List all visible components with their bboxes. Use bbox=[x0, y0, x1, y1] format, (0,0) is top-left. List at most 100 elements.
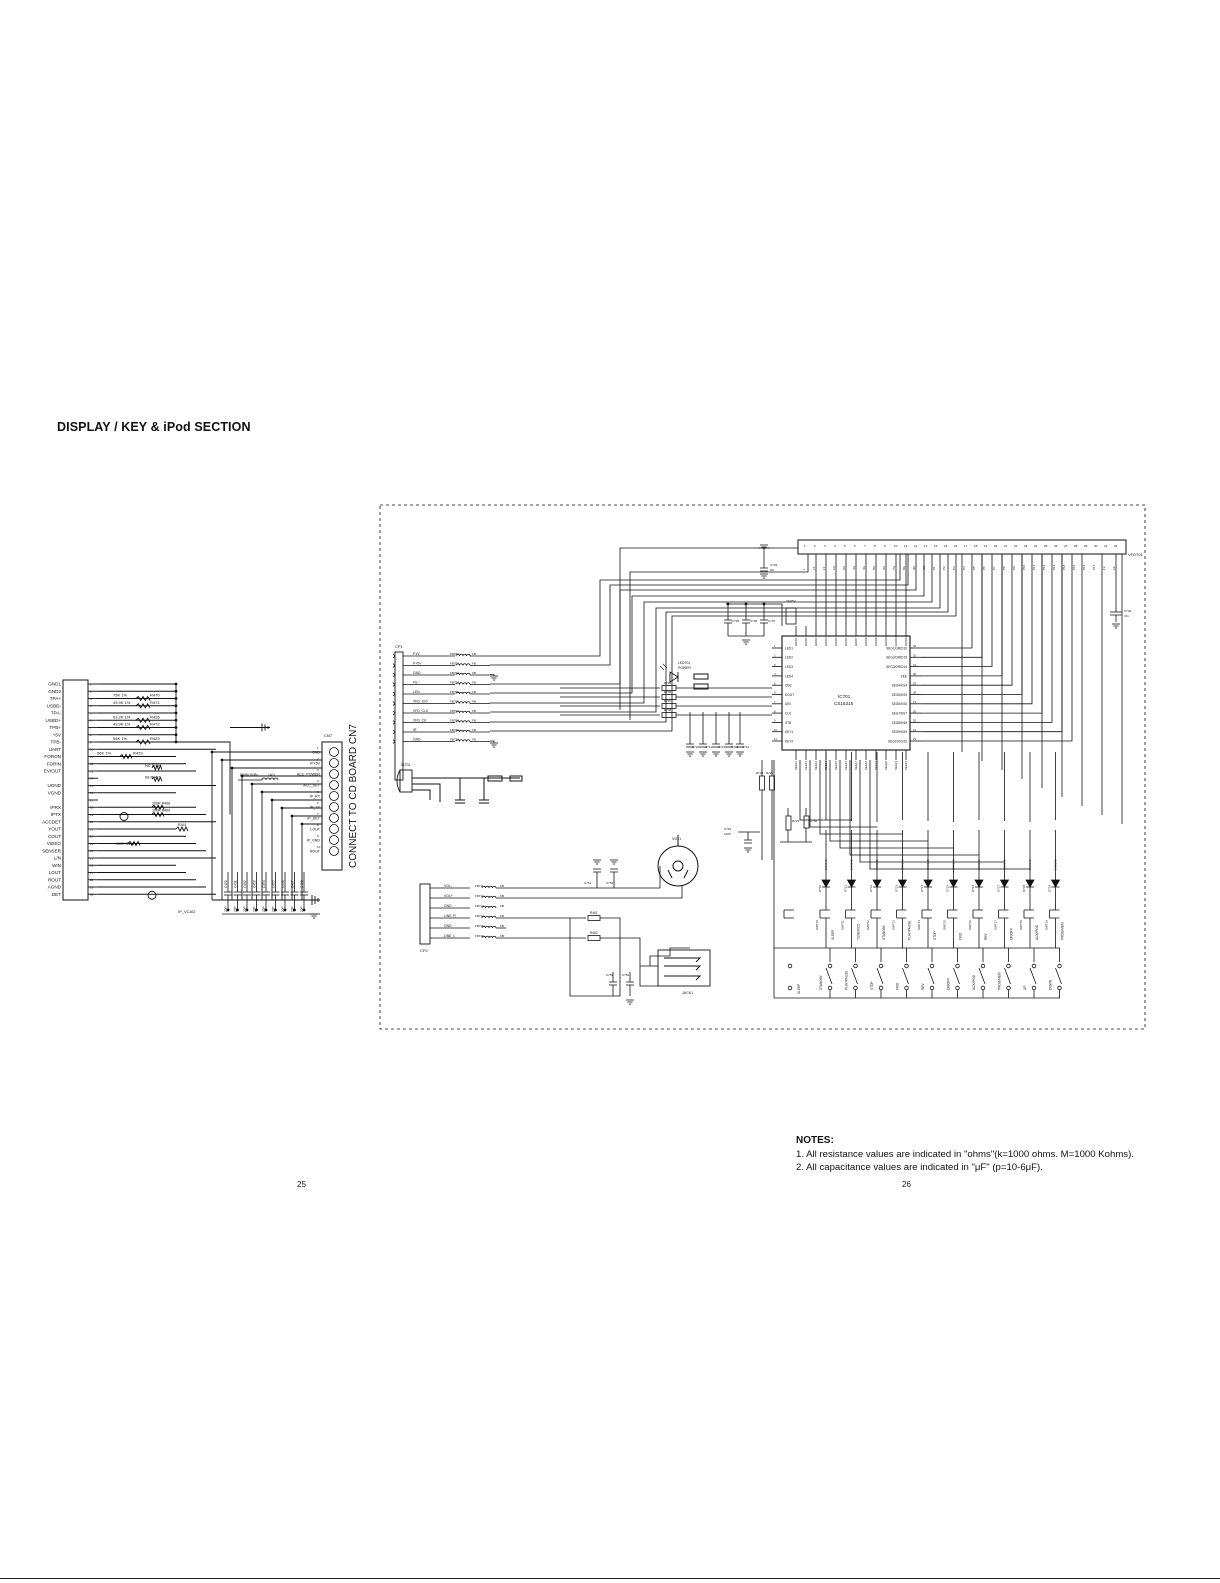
tact-switch bbox=[819, 909, 830, 919]
ipod-pin-label: UGND bbox=[47, 783, 61, 788]
resistor bbox=[119, 753, 133, 760]
vfd-pin-label: P11 bbox=[1032, 565, 1036, 570]
ic-pin-number: 11 bbox=[774, 737, 777, 741]
vfd-pin-label: 7G bbox=[892, 565, 896, 570]
vfd-pin-number: 32 bbox=[1114, 544, 1118, 548]
vfd-pin-number: 12 bbox=[914, 544, 918, 548]
vfd-pin-label: 5G bbox=[872, 565, 876, 570]
junction bbox=[255, 908, 258, 912]
vfd-pin-label: F2 bbox=[1102, 566, 1106, 570]
cn7-ref: CN7 bbox=[324, 733, 333, 738]
cap-ref: C454 bbox=[262, 880, 266, 888]
ic-pin-number: 33 bbox=[913, 644, 917, 648]
notes-line-2: 2. All capacitance values are indicated … bbox=[796, 1162, 1043, 1173]
cp2-pin-label: LINE_L bbox=[444, 934, 455, 938]
switch-contact bbox=[904, 985, 909, 991]
junction bbox=[174, 711, 178, 715]
ferrite-bead bbox=[455, 653, 471, 657]
tact-switch bbox=[1023, 909, 1034, 919]
cap-ref: C754 bbox=[622, 973, 630, 977]
cap-value: 47n bbox=[1124, 614, 1129, 618]
ground-symbol bbox=[593, 859, 601, 865]
bead-label: FB bbox=[472, 709, 476, 713]
pin-marker bbox=[392, 691, 396, 697]
resistor bbox=[135, 724, 151, 731]
scan-net bbox=[819, 760, 903, 835]
switch-contact bbox=[929, 963, 935, 969]
capacitor bbox=[699, 743, 707, 748]
bead-ref: FB714 bbox=[475, 914, 484, 918]
capacitor bbox=[626, 981, 634, 986]
switch-contact bbox=[853, 985, 858, 991]
ic-pin-label: GRID2 bbox=[804, 637, 808, 646]
ic-part: CS16315 bbox=[834, 701, 854, 706]
cap-ref: C762 bbox=[810, 819, 818, 823]
switch-contact bbox=[1057, 985, 1062, 991]
ic-pin-label: GRID5 bbox=[834, 637, 838, 646]
cap-ref: C458 bbox=[300, 880, 304, 888]
bead-label: FB bbox=[472, 700, 476, 704]
resistor-value: 75K 1% bbox=[113, 693, 127, 698]
resistor-value: 56K 1% bbox=[113, 736, 127, 741]
notes-heading: NOTES: bbox=[796, 1135, 834, 1146]
key-label: FWD bbox=[896, 982, 900, 990]
ic-pin-label: SEG19 bbox=[874, 761, 878, 770]
vfd-pin-number: 6 bbox=[854, 544, 856, 548]
junction bbox=[174, 697, 178, 700]
ic-pin-label: LED1 bbox=[785, 646, 793, 650]
diode-value: 1N4148 bbox=[926, 859, 930, 870]
ic-pin-number: 26 bbox=[913, 709, 917, 713]
switch-ref: SW715 bbox=[943, 920, 947, 930]
bead-ref: FB713 bbox=[475, 904, 484, 908]
resistor bbox=[151, 811, 165, 818]
cn7-pin-number: 9 bbox=[317, 834, 319, 838]
cap-ref: C713 bbox=[731, 745, 739, 749]
switch-ref: SW714 bbox=[917, 920, 921, 930]
scan-net bbox=[869, 760, 1031, 870]
cap-ref: C710 bbox=[692, 745, 700, 749]
section-title: DISPLAY / KEY & iPod SECTION bbox=[57, 420, 251, 434]
vfd-pin-number: 11 bbox=[904, 544, 907, 548]
switch-contact bbox=[878, 963, 884, 969]
svg-text:LED701: LED701 bbox=[678, 661, 690, 665]
ground-symbol bbox=[490, 742, 498, 748]
ic-pin-number: 32 bbox=[913, 654, 917, 658]
filter-caps-row: C45022PC45122PC45222PC45322PC45422PC4552… bbox=[222, 872, 320, 919]
vfd-pin-label: P4 bbox=[962, 566, 966, 570]
ic-pin-label: SEG9/KS9 bbox=[892, 730, 908, 734]
ic-pin-number: 5 bbox=[774, 681, 776, 685]
ferrite-bead bbox=[481, 935, 497, 939]
vfd-pin-label: 2G bbox=[842, 565, 846, 570]
connector-label: CONNECT TO CD BOARD CN7 bbox=[348, 724, 359, 868]
cn7-pin bbox=[329, 780, 339, 790]
ic-pin-label: DOUT bbox=[785, 693, 794, 697]
bead-label: FB bbox=[500, 934, 504, 938]
ic-pin-label: GRID10 bbox=[884, 635, 888, 646]
scan-net bbox=[859, 760, 1005, 863]
cn7-pin bbox=[329, 824, 339, 834]
ic-pin-label: OSC bbox=[785, 684, 793, 688]
vfd-cap bbox=[1110, 554, 1122, 622]
cap-value: NC bbox=[770, 568, 775, 572]
junction bbox=[236, 908, 239, 912]
svg-text:CP1: CP1 bbox=[395, 644, 404, 649]
capacitor bbox=[252, 891, 261, 896]
tact-switch bbox=[870, 909, 881, 919]
key-label: DOWN bbox=[1049, 979, 1053, 990]
vfd-pin-label: P12 bbox=[1042, 564, 1046, 570]
ferrite-bead bbox=[455, 682, 471, 685]
resistor bbox=[151, 804, 165, 811]
cap-value: 22P bbox=[262, 906, 266, 912]
diode-value: 1N4148 bbox=[977, 859, 981, 870]
ic-pin-number: 24 bbox=[913, 728, 917, 732]
cap-ref: C704 bbox=[1124, 609, 1132, 613]
bead-ref: FB708 bbox=[450, 719, 459, 723]
resistor-label: 100R R443 bbox=[116, 842, 134, 846]
junction bbox=[174, 682, 178, 686]
wire bbox=[496, 866, 661, 889]
switch-lever bbox=[851, 967, 858, 985]
